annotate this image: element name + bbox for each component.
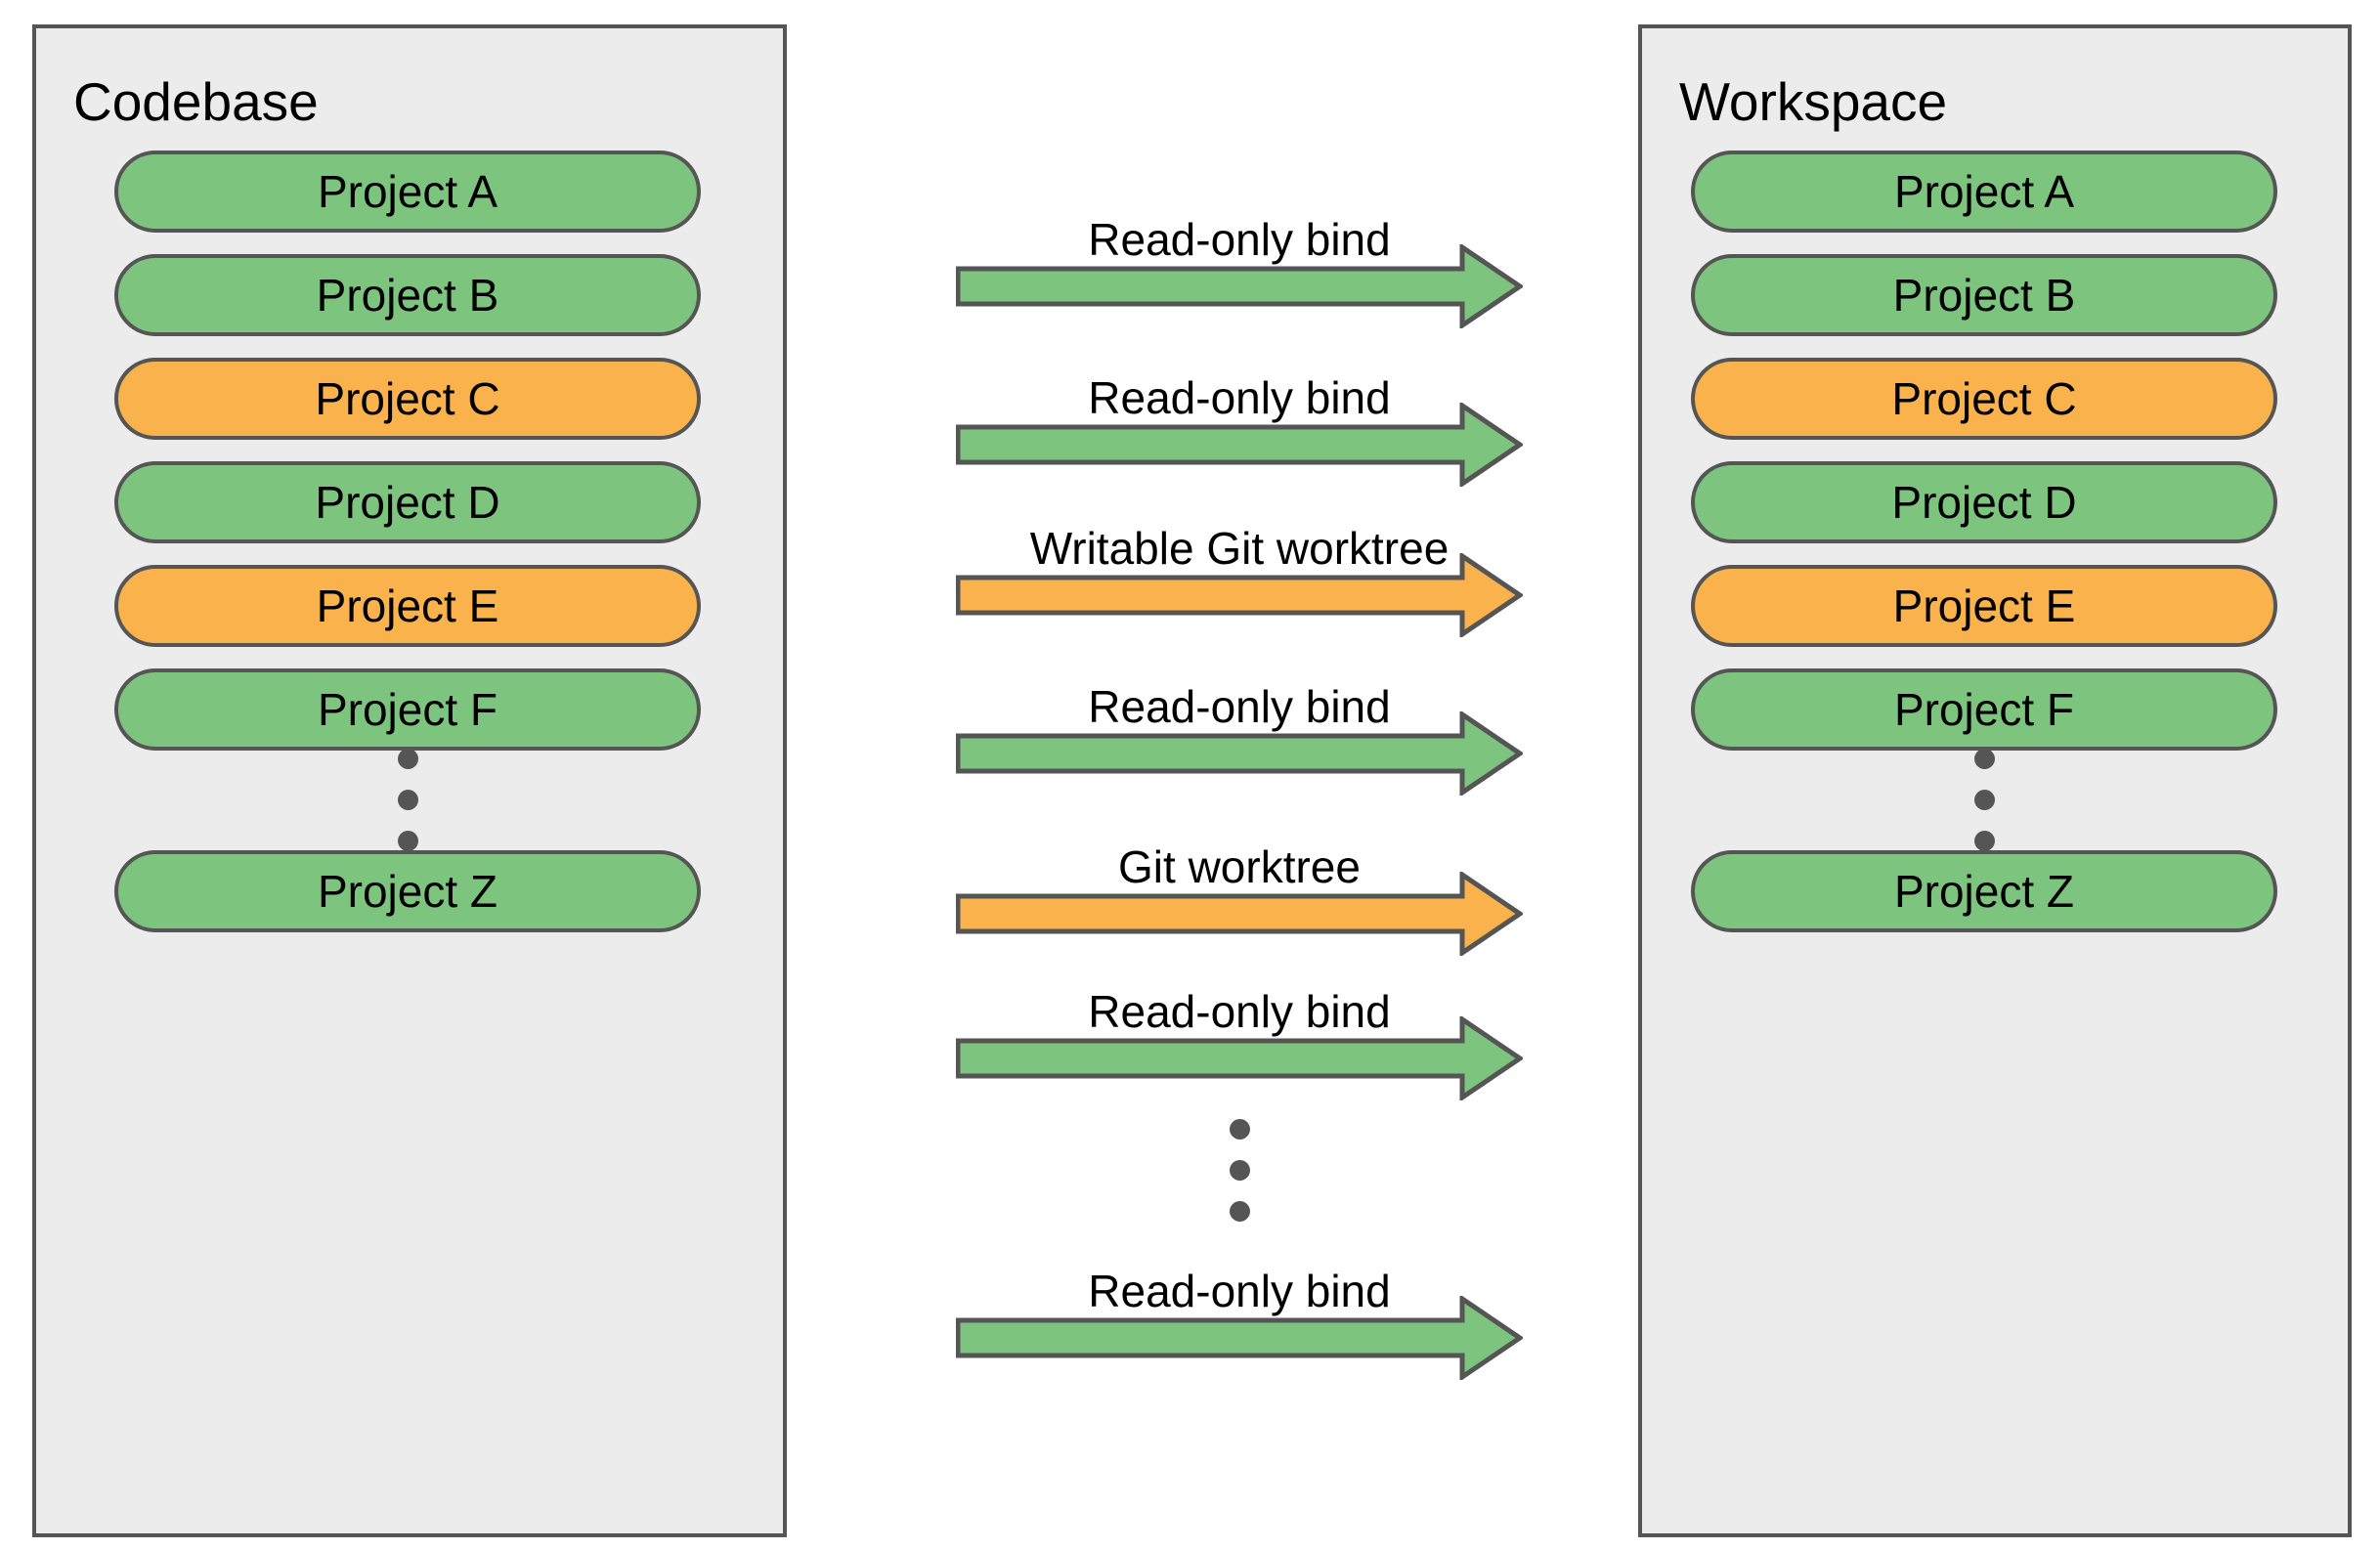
pill-label: Project D <box>1891 477 2077 528</box>
pill-label: Project E <box>1892 581 2076 631</box>
ellipsis-dot <box>1229 1160 1250 1181</box>
arrow-shape-1 <box>956 244 1523 328</box>
arrow-path <box>956 872 1523 956</box>
arrow-path <box>956 403 1523 487</box>
arrow-label-3: Writable Git worktree <box>1029 523 1450 574</box>
ellipsis-dot <box>1973 790 1995 810</box>
arrow-path <box>956 244 1523 328</box>
arrow-path <box>956 553 1523 637</box>
pill-label: Project Z <box>317 866 498 917</box>
arrow-shape-4 <box>956 711 1523 796</box>
arrow-label-2: Read-only bind <box>1088 372 1391 423</box>
ellipsis-dot <box>1973 749 1995 769</box>
ellipsis-dot <box>1973 831 1995 851</box>
arrow-label-6: Read-only bind <box>1088 986 1391 1037</box>
arrow-shape-5 <box>956 872 1523 956</box>
pill-label: Project B <box>316 270 499 321</box>
codebase-pill-project-d[interactable]: Project D <box>114 461 701 543</box>
pill-label: Project F <box>317 684 498 735</box>
panel-workspace-title: Workspace <box>1679 71 1948 132</box>
pill-label: Project C <box>1891 373 2077 424</box>
pill-label: Project C <box>315 373 500 424</box>
pill-label: Project E <box>316 581 499 631</box>
codebase-pill-project-f[interactable]: Project F <box>114 668 701 751</box>
codebase-pill-project-e[interactable]: Project E <box>114 565 701 647</box>
arrow-path <box>956 1016 1523 1100</box>
codebase-vertical-ellipsis-icon <box>114 749 701 851</box>
panel-codebase: Codebase Project A Project B Project C Proj… <box>32 24 787 1537</box>
arrow-label-5: Git worktree <box>1118 841 1361 892</box>
pill-label: Project A <box>317 166 498 217</box>
workspace-pill-project-a[interactable]: Project A <box>1691 151 2277 233</box>
arrow-shape-7 <box>956 1296 1523 1380</box>
workspace-pill-project-f[interactable]: Project F <box>1691 668 2277 751</box>
pill-label: Project Z <box>1893 866 2075 917</box>
workspace-vertical-ellipsis-icon <box>1691 749 2277 851</box>
workspace-pill-project-d[interactable]: Project D <box>1691 461 2277 543</box>
arrow-path <box>956 711 1523 796</box>
ellipsis-dot <box>1229 1201 1250 1222</box>
arrow-label-7: Read-only bind <box>1088 1266 1391 1316</box>
pill-label: Project B <box>1892 270 2076 321</box>
codebase-pill-project-b[interactable]: Project B <box>114 254 701 336</box>
workspace-pill-project-b[interactable]: Project B <box>1691 254 2277 336</box>
arrow-shape-2 <box>956 403 1523 487</box>
workspace-pill-project-c[interactable]: Project C <box>1691 358 2277 440</box>
codebase-pill-project-a[interactable]: Project A <box>114 151 701 233</box>
arrow-shape-3 <box>956 553 1523 637</box>
ellipsis-dot <box>1229 1119 1250 1140</box>
pill-label: Project F <box>1893 684 2075 735</box>
workspace-pill-project-e[interactable]: Project E <box>1691 565 2277 647</box>
ellipsis-dot <box>397 790 418 810</box>
middle-vertical-ellipsis-icon <box>956 1119 1523 1222</box>
codebase-pill-project-z[interactable]: Project Z <box>114 850 701 932</box>
ellipsis-dot <box>397 749 418 769</box>
workspace-pill-project-z[interactable]: Project Z <box>1691 850 2277 932</box>
pill-label: Project A <box>1893 166 2075 217</box>
panel-workspace: Workspace Project A Project B Project C Pro… <box>1638 24 2352 1537</box>
arrow-path <box>956 1296 1523 1380</box>
codebase-pill-project-c[interactable]: Project C <box>114 358 701 440</box>
arrow-label-1: Read-only bind <box>1088 214 1391 265</box>
arrow-shape-6 <box>956 1016 1523 1100</box>
arrow-label-4: Read-only bind <box>1088 681 1391 732</box>
ellipsis-dot <box>397 831 418 851</box>
panel-codebase-title: Codebase <box>73 71 319 132</box>
pill-label: Project D <box>315 477 500 528</box>
